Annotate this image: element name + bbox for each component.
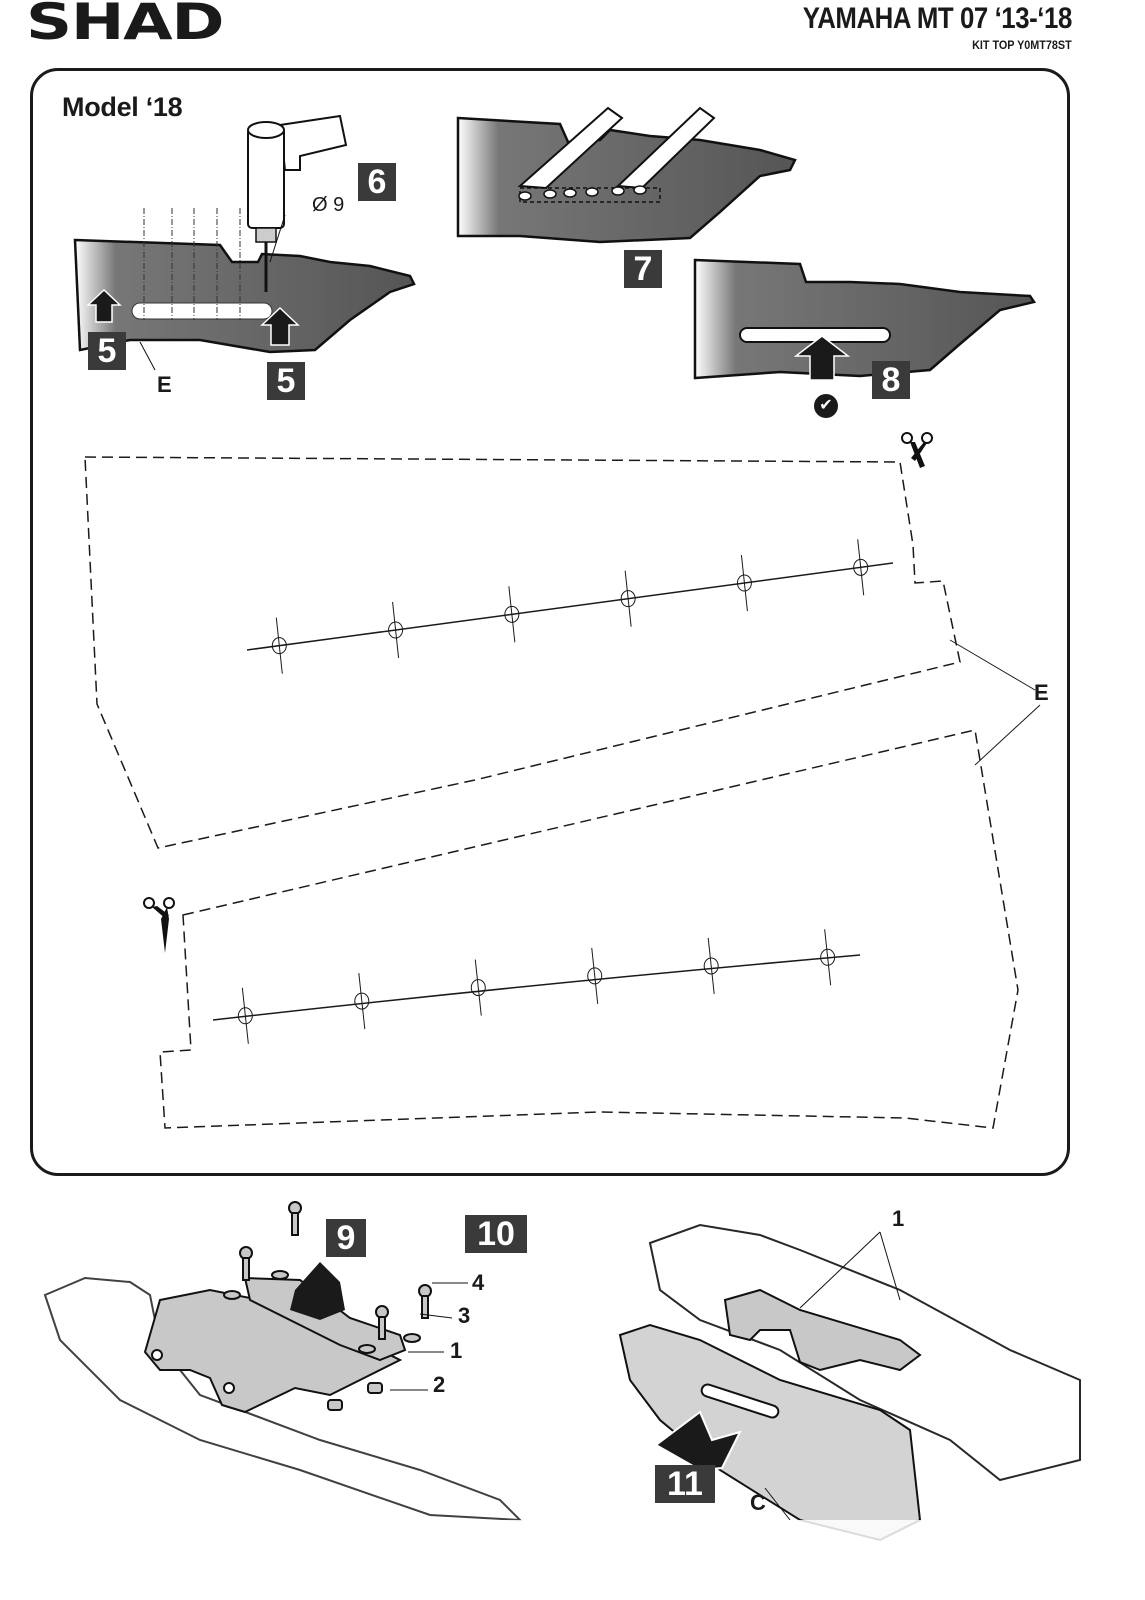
step9-illustration	[43, 1201, 523, 1522]
step-5-badge: 5	[267, 362, 305, 400]
drill-hole-marker	[587, 967, 603, 985]
drill-diameter-label: Ø 9	[312, 194, 345, 216]
step-11-badge: 11	[655, 1465, 715, 1503]
arrow-up-icon	[793, 335, 851, 381]
drill-hole-crosshair	[740, 554, 748, 612]
drill-hole-crosshair	[624, 570, 632, 627]
instruction-panel	[30, 68, 1070, 1176]
tail-cover-part	[73, 238, 416, 354]
tail-cover-part	[693, 258, 1037, 380]
template-e-lower	[159, 704, 1041, 1129]
drill-hole-marker	[853, 558, 869, 576]
drill-hole-crosshair	[392, 601, 400, 659]
drill-hole-marker	[736, 574, 752, 592]
drill-hole-crosshair	[275, 617, 283, 674]
scissors-icon	[143, 897, 175, 953]
part-1-label: 1	[450, 1338, 463, 1363]
cover-part-c-label: C	[750, 1490, 766, 1515]
drill-hole-crosshair	[591, 947, 599, 1004]
step-5-badge: 5	[88, 332, 126, 370]
drill-hole-marker	[703, 957, 719, 975]
template-e-label: E	[1034, 680, 1049, 705]
template-e-insert	[131, 302, 273, 320]
arrow-up-icon	[86, 288, 122, 323]
drill-hole-marker	[271, 637, 287, 655]
shad-logo: SHAD	[26, 0, 224, 51]
drill-hole-crosshair	[824, 929, 832, 986]
step6-illustration	[73, 114, 416, 371]
step-10-badge: 10	[465, 1215, 527, 1253]
part-3-label: 3	[458, 1303, 471, 1328]
check-icon: ✔	[814, 394, 838, 418]
step7-illustration	[456, 106, 797, 244]
page-title: YAMAHA MT 07 ‘13-‘18	[802, 2, 1073, 35]
drill-hole-marker	[388, 621, 404, 639]
part-e-label: E	[157, 372, 172, 397]
template-e-upper	[84, 456, 1036, 849]
drill-hole-marker	[620, 590, 636, 608]
model-label: Model ‘18	[62, 92, 183, 122]
plate-part-1-label: 1	[892, 1206, 905, 1231]
arrow-up-icon	[260, 306, 300, 346]
step-8-badge: 8	[872, 361, 910, 399]
drill-hole-marker	[354, 992, 370, 1010]
drill-hole-marker	[237, 1007, 253, 1025]
part-4-label: 4	[472, 1270, 485, 1295]
step-6-badge: 6	[358, 163, 396, 201]
kit-code: KIT TOP Y0MT78ST	[972, 38, 1072, 52]
drill-hole-crosshair	[707, 937, 715, 995]
drill-hole-crosshair	[241, 987, 249, 1044]
step-9-badge: 9	[326, 1219, 366, 1257]
drill-hole-marker	[470, 979, 486, 997]
step8-illustration	[693, 258, 1037, 381]
scissors-icon	[901, 432, 933, 468]
cut-slot	[739, 327, 891, 343]
arrow-down-icon	[290, 1262, 345, 1320]
part-2-label: 2	[433, 1372, 446, 1397]
drill-hole-crosshair	[857, 539, 865, 596]
bolt-icon	[239, 1201, 432, 1340]
spacer-icon	[327, 1382, 383, 1411]
step-7-badge: 7	[624, 250, 662, 288]
drill-hole-marker	[820, 948, 836, 966]
step11-illustration	[618, 1223, 1081, 1542]
drill-icon	[247, 114, 348, 292]
drill-hole-crosshair	[474, 959, 482, 1016]
washer-icon	[223, 1270, 421, 1354]
drill-hole-marker	[504, 605, 520, 623]
drill-hole-crosshair	[508, 586, 516, 643]
drill-hole-crosshair	[358, 973, 366, 1030]
rack-bracket-part	[723, 1288, 922, 1372]
